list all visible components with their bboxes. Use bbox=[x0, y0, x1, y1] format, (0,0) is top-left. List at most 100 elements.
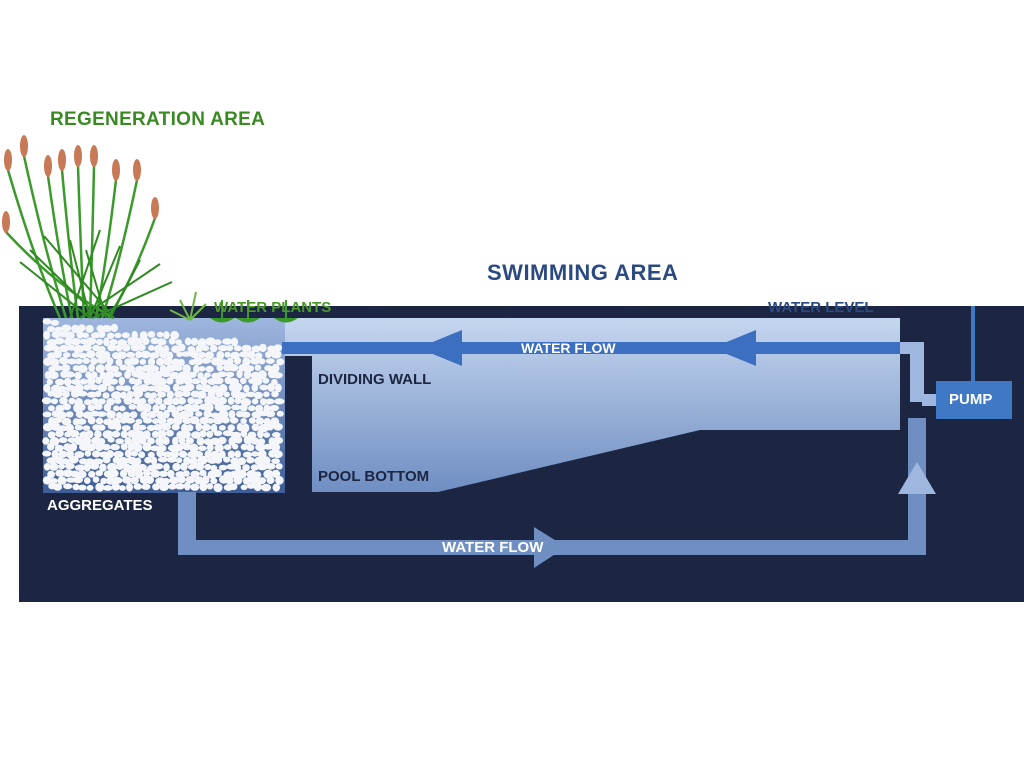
pebble bbox=[48, 371, 59, 380]
pebble bbox=[124, 449, 132, 458]
pebble bbox=[248, 417, 256, 424]
pebble bbox=[127, 429, 137, 438]
pebble bbox=[90, 397, 100, 405]
pebble bbox=[120, 391, 127, 399]
pebble bbox=[42, 437, 50, 445]
pebble bbox=[193, 356, 203, 366]
pebble bbox=[110, 365, 119, 373]
pebble bbox=[80, 378, 88, 385]
pebble bbox=[144, 456, 152, 464]
pebble bbox=[65, 423, 74, 433]
pebble bbox=[217, 436, 227, 445]
pebble bbox=[108, 469, 119, 478]
pebble bbox=[178, 450, 188, 458]
pebble bbox=[84, 477, 91, 484]
pebble bbox=[199, 416, 210, 425]
pebble bbox=[219, 450, 226, 459]
pebble bbox=[147, 331, 156, 338]
pebble bbox=[176, 351, 183, 358]
pebble bbox=[251, 398, 259, 405]
pebble bbox=[214, 443, 224, 452]
pebble bbox=[114, 422, 122, 432]
pebble bbox=[168, 483, 177, 490]
pebble bbox=[251, 383, 259, 392]
pebble bbox=[250, 357, 260, 365]
pebble bbox=[74, 451, 85, 459]
pebble bbox=[152, 483, 160, 491]
pebble bbox=[258, 358, 266, 365]
pebble bbox=[175, 457, 183, 464]
pebble bbox=[180, 462, 188, 471]
pebble bbox=[142, 417, 153, 424]
pebble bbox=[257, 449, 267, 459]
pebble bbox=[263, 432, 271, 438]
pebble bbox=[177, 397, 186, 405]
pebble bbox=[120, 416, 128, 424]
pebble bbox=[70, 338, 81, 346]
pebble bbox=[94, 390, 102, 398]
pebble bbox=[139, 397, 147, 405]
pebble bbox=[199, 430, 207, 438]
pebble bbox=[224, 351, 231, 358]
pebble bbox=[69, 429, 80, 438]
pebble bbox=[276, 358, 285, 366]
pebble bbox=[63, 377, 72, 387]
pebble bbox=[88, 384, 99, 391]
pebble bbox=[217, 345, 229, 352]
pebble bbox=[86, 484, 94, 491]
pebble bbox=[74, 371, 82, 380]
pebble bbox=[46, 378, 53, 385]
pebble bbox=[88, 470, 96, 478]
pebble bbox=[166, 377, 174, 385]
pebble bbox=[135, 350, 143, 359]
pebble bbox=[155, 436, 165, 446]
pebble bbox=[61, 324, 72, 332]
pebble bbox=[205, 365, 214, 373]
pebble bbox=[266, 476, 275, 485]
reed-head bbox=[90, 145, 98, 167]
pebble bbox=[49, 478, 58, 484]
pebble bbox=[43, 330, 51, 340]
pebble bbox=[272, 432, 281, 438]
pebble bbox=[59, 396, 68, 405]
pebble bbox=[230, 337, 239, 347]
pebble bbox=[272, 483, 281, 492]
pebble bbox=[227, 396, 235, 405]
pebble bbox=[142, 403, 152, 413]
pebble bbox=[65, 462, 75, 470]
pebble bbox=[103, 337, 110, 347]
pebble bbox=[185, 437, 194, 445]
pebble bbox=[201, 357, 212, 364]
pebble bbox=[189, 350, 199, 359]
pebble bbox=[139, 358, 147, 365]
pebble bbox=[190, 483, 200, 491]
pebble bbox=[204, 372, 211, 378]
pebble bbox=[92, 476, 100, 483]
pebble bbox=[115, 358, 123, 367]
pebble bbox=[131, 330, 138, 340]
pebble bbox=[65, 411, 74, 418]
pebble bbox=[97, 384, 107, 392]
pebble bbox=[131, 397, 141, 405]
pebble bbox=[153, 385, 164, 393]
pebble bbox=[42, 476, 52, 485]
pebble bbox=[106, 332, 115, 340]
pebble bbox=[160, 422, 171, 431]
pebble bbox=[42, 318, 52, 325]
pebble bbox=[74, 358, 83, 365]
pebble bbox=[259, 384, 269, 391]
pebble bbox=[186, 424, 194, 432]
pebble bbox=[126, 482, 133, 492]
pebble bbox=[68, 456, 79, 464]
pebble bbox=[199, 403, 209, 411]
pebble bbox=[190, 337, 199, 346]
pebble bbox=[243, 369, 252, 380]
pebble bbox=[147, 437, 155, 445]
pebble bbox=[147, 397, 155, 405]
top-flow-arrow bbox=[282, 330, 910, 366]
pebble bbox=[202, 475, 210, 485]
pebble bbox=[118, 405, 126, 412]
pebble bbox=[215, 390, 224, 398]
pebble bbox=[63, 483, 73, 490]
